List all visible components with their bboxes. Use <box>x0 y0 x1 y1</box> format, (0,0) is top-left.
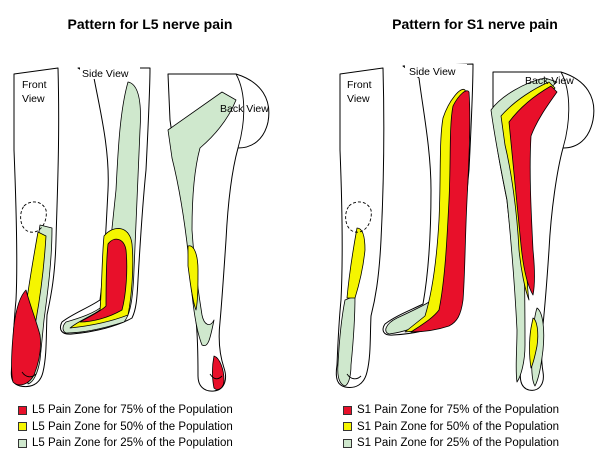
l5-panel: Pattern for L5 nerve pain Front View Sid… <box>0 0 300 463</box>
s1-side-label: Side View <box>409 66 456 78</box>
l5-title: Pattern for L5 nerve pain <box>67 16 233 32</box>
l5-legend-green-swatch <box>18 438 27 448</box>
s1-legend-50: S1 Pain Zone for 50% of the Population <box>343 419 559 436</box>
l5-front-label-2: View <box>22 93 45 105</box>
s1-front-label-2: View <box>347 93 370 105</box>
s1-front-view-leg <box>335 67 385 388</box>
l5-back-label: Back View <box>220 103 269 115</box>
s1-legend-red-swatch <box>343 405 352 415</box>
l5-legend-50: L5 Pain Zone for 50% of the Population <box>18 419 233 436</box>
s1-legend-25-label: S1 Pain Zone for 25% of the Population <box>357 437 560 450</box>
s1-front-yellow-zone <box>346 227 366 299</box>
s1-side-label-bg <box>405 64 467 77</box>
l5-back-yellow-zone <box>187 245 199 311</box>
s1-legend-yellow-swatch <box>343 422 352 432</box>
s1-title: Pattern for S1 nerve pain <box>392 16 558 32</box>
s1-back-label: Back View <box>525 75 574 87</box>
s1-legend-green-swatch <box>343 438 352 448</box>
l5-side-red-zone <box>79 238 128 323</box>
s1-legend-75-label: S1 Pain Zone for 75% of the Population <box>357 404 560 417</box>
s1-legend-25: S1 Pain Zone for 25% of the Population <box>343 435 559 452</box>
l5-front-red-zone <box>11 289 41 386</box>
l5-side-label-bg <box>80 66 140 79</box>
l5-legend-75: L5 Pain Zone for 75% of the Population <box>18 402 233 419</box>
l5-legend: L5 Pain Zone for 75% of the Population L… <box>18 402 233 452</box>
s1-diagram: Front View Side View Back View <box>335 63 595 391</box>
s1-back-red-zone <box>508 85 558 296</box>
l5-front-view-leg <box>10 67 60 388</box>
s1-legend: S1 Pain Zone for 75% of the Population S… <box>343 402 559 452</box>
l5-back-view-leg <box>167 73 270 392</box>
l5-front-label-1: Front <box>22 79 47 91</box>
s1-front-label-1: Front <box>347 79 372 91</box>
l5-legend-yellow-swatch <box>18 422 27 432</box>
s1-front-green-zone <box>337 295 356 387</box>
l5-diagram: Front View Side View Back View <box>10 66 270 392</box>
s1-side-view-leg <box>382 63 474 336</box>
l5-legend-25: L5 Pain Zone for 25% of the Population <box>18 435 233 452</box>
l5-back-red-zone <box>212 355 225 390</box>
l5-legend-50-label: L5 Pain Zone for 50% of the Population <box>32 420 233 433</box>
l5-side-view-leg <box>59 67 151 335</box>
s1-side-red-zone <box>410 90 471 333</box>
l5-legend-red-swatch <box>18 405 27 415</box>
s1-back-yellow-lower-zone <box>529 317 539 369</box>
l5-legend-75-label: L5 Pain Zone for 75% of the Population <box>32 404 233 417</box>
l5-side-label: Side View <box>82 68 129 80</box>
s1-back-view-leg <box>490 71 595 391</box>
s1-panel: Pattern for S1 nerve pain Front View Sid… <box>325 0 615 463</box>
l5-legend-25-label: L5 Pain Zone for 25% of the Population <box>32 437 233 450</box>
s1-legend-75: S1 Pain Zone for 75% of the Population <box>343 402 559 419</box>
s1-legend-50-label: S1 Pain Zone for 50% of the Population <box>357 420 560 433</box>
